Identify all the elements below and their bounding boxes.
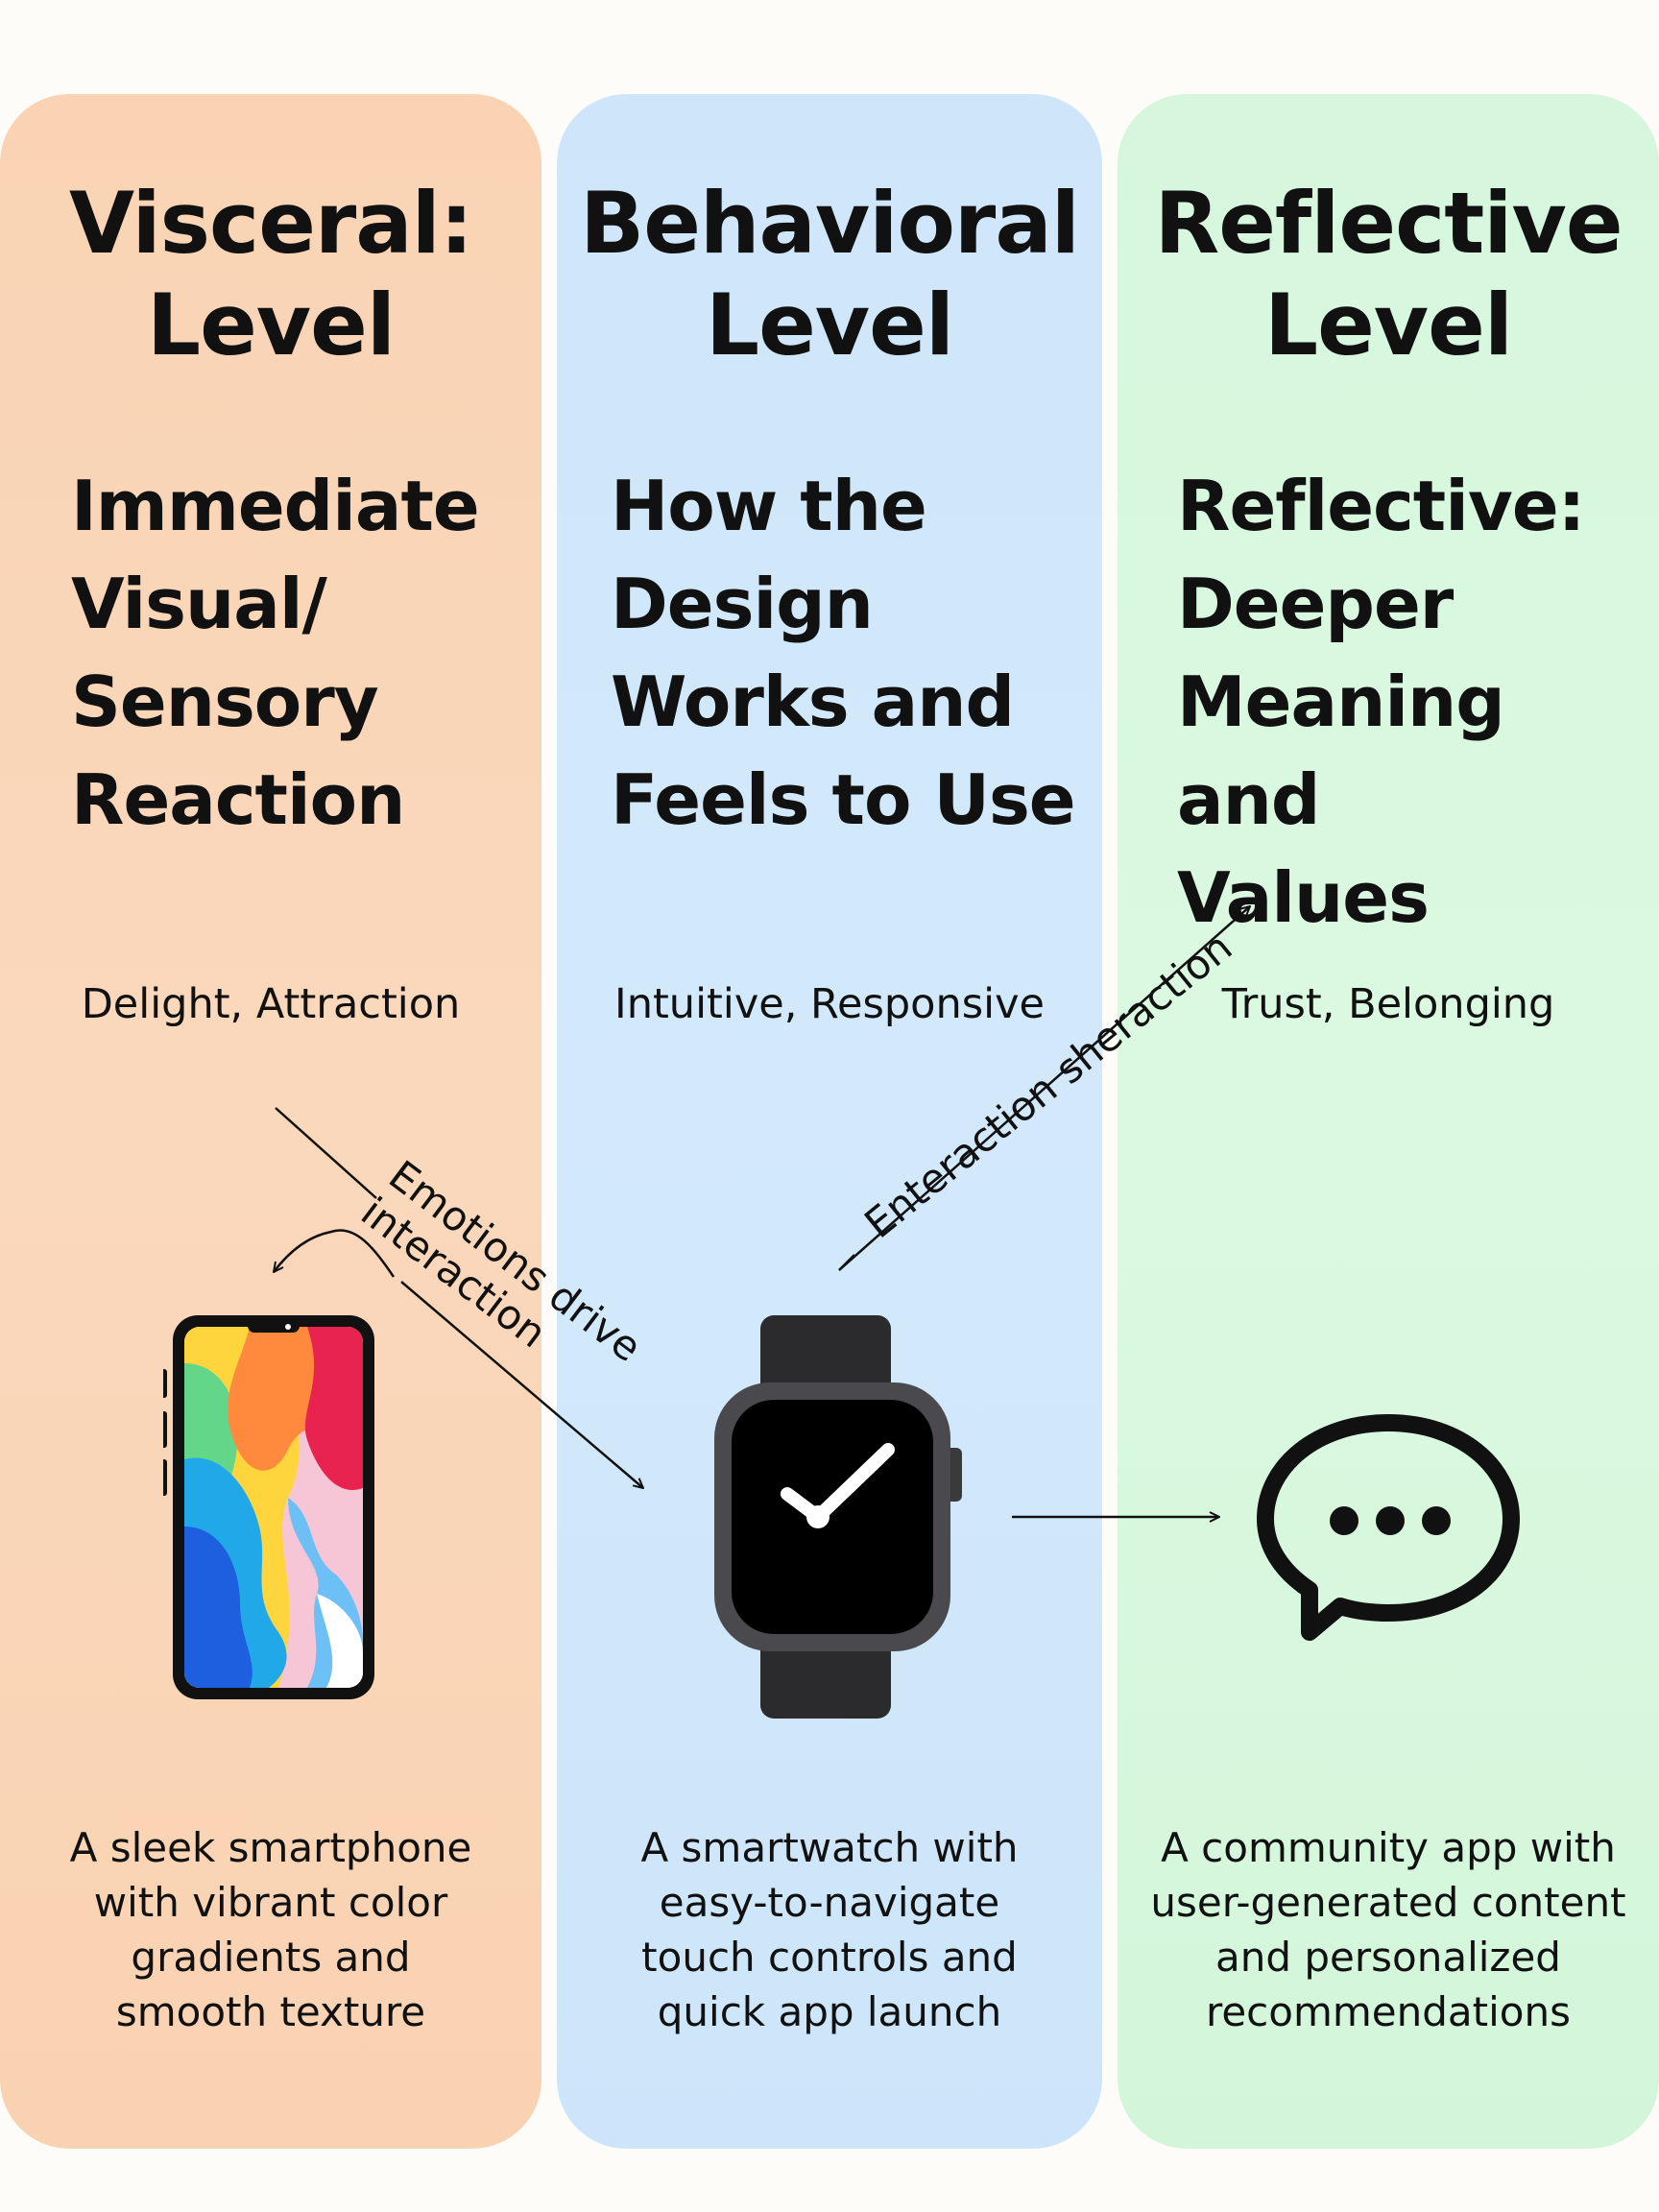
level-title: Reflective Level xyxy=(1118,173,1659,376)
title-line: Level xyxy=(1264,276,1513,374)
example-line: and personalized xyxy=(1215,1934,1561,1981)
emotion-keywords: Trust, Belonging xyxy=(1221,980,1555,1028)
example-description: A community app with user-generated cont… xyxy=(1118,1820,1659,2039)
reflective-column: Reflective Level Reflective: Deeper Mean… xyxy=(1118,94,1659,2149)
subtitle-line: Feels to Use xyxy=(611,759,1076,840)
title-line: Level xyxy=(147,276,396,374)
subtitle-line: Meaning and xyxy=(1177,661,1505,840)
subtitle-line: How the xyxy=(611,466,927,546)
example-line: gradients and xyxy=(131,1934,411,1981)
subtitle-line: Reflective: xyxy=(1177,466,1585,546)
subtitle-line: Immediate xyxy=(71,466,480,546)
level-subtitle: Reflective: Deeper Meaning and Values xyxy=(1177,457,1659,947)
subtitle-line: Design xyxy=(611,564,874,644)
subtitle-line: Reaction xyxy=(71,759,405,840)
chat-bubble-icon xyxy=(1257,1414,1520,1641)
subtitle-line: Works and xyxy=(611,661,1015,742)
example-line: A community app with xyxy=(1161,1824,1616,1871)
example-line: easy-to-navigate xyxy=(659,1879,1000,1926)
example-line: with vibrant color xyxy=(93,1879,448,1926)
example-description: A sleek smartphone with vibrant color gr… xyxy=(0,1820,541,2039)
level-title: Visceral: Level xyxy=(0,173,541,376)
example-line: A smartwatch with xyxy=(640,1824,1019,1871)
subtitle-line: Visual/ xyxy=(71,564,327,644)
emotion-keywords: Delight, Attraction xyxy=(81,980,461,1028)
title-line: Visceral: xyxy=(68,174,473,273)
emotion-keywords: Intuitive, Responsive xyxy=(614,980,1045,1028)
level-subtitle: How the Design Works and Feels to Use xyxy=(611,457,1076,849)
title-line: Level xyxy=(706,276,954,374)
subtitle-line: Deeper xyxy=(1177,564,1454,644)
subtitle-line: Values xyxy=(1177,857,1430,938)
example-line: A sleek smartphone xyxy=(69,1824,472,1871)
visceral-column: Visceral: Level Immediate Visual/ Sensor… xyxy=(0,94,541,2149)
example-line: quick app launch xyxy=(657,1988,1002,2035)
smartphone-icon xyxy=(163,1315,374,1699)
example-line: recommendations xyxy=(1206,1988,1571,2035)
smartwatch-icon xyxy=(714,1315,962,1719)
title-line: Behavioral xyxy=(580,174,1080,273)
level-subtitle: Immediate Visual/ Sensory Reaction xyxy=(71,457,480,849)
example-line: smooth texture xyxy=(115,1988,426,2035)
title-line: Reflective xyxy=(1154,174,1623,273)
example-line: user-generated content xyxy=(1150,1879,1626,1926)
subtitle-line: Sensory xyxy=(71,661,379,742)
example-description: A smartwatch with easy-to-navigate touch… xyxy=(557,1820,1102,2039)
example-line: touch controls and xyxy=(641,1934,1018,1981)
level-title: Behavioral Level xyxy=(557,173,1102,376)
